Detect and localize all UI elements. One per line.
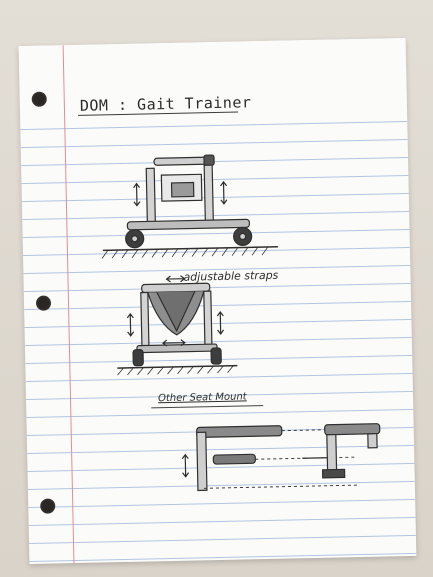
- seat-mount-detail: [181, 423, 381, 492]
- sketch-drawings: [101, 154, 381, 492]
- notebook-paper: DOM : Gait Trainer: [18, 38, 417, 564]
- adjustable-straps-label: adjustable straps: [183, 268, 279, 284]
- other-seat-mount-label: Other Seat Mount: [157, 391, 247, 405]
- side-view-gait-trainer: [101, 154, 278, 259]
- front-view-gait-trainer: [117, 275, 238, 376]
